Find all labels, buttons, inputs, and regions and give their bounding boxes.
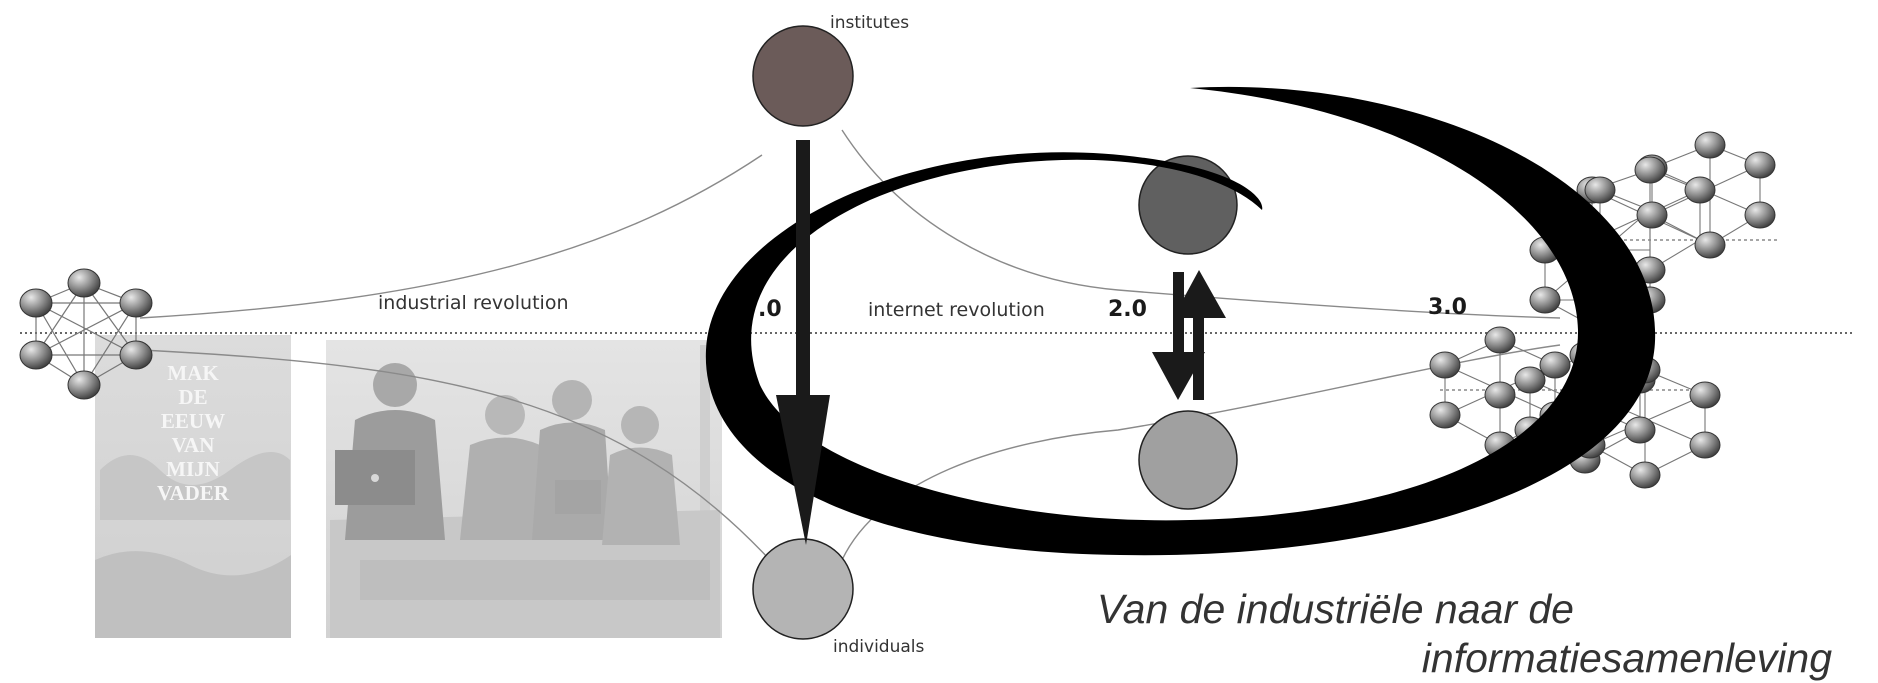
network-node — [19, 340, 53, 370]
industrial-revolution-label: industrial revolution — [378, 292, 569, 314]
book-line: VAN — [172, 433, 215, 457]
internet-revolution-label: internet revolution — [868, 299, 1045, 321]
web2-label: 2.0 — [1108, 297, 1147, 322]
individuals-label: individuals — [833, 637, 925, 657]
caption-line-1: Van de industriële naar de — [1096, 586, 1574, 632]
up-arrow — [1173, 270, 1226, 400]
network-node — [119, 340, 153, 370]
network-node — [119, 288, 153, 318]
book-cover-image: MAK DE EEUW VAN MIJN VADER — [95, 335, 291, 638]
book-line: EEUW — [161, 409, 225, 433]
network-node — [19, 288, 53, 318]
network-node — [67, 370, 101, 400]
book-line: DE — [178, 385, 207, 409]
individuals-node — [752, 538, 854, 640]
caption-line-2: informatiesamenleving — [1421, 635, 1832, 682]
institutes-label: institutes — [830, 13, 909, 33]
down-arrow — [1152, 272, 1205, 400]
people-sofa-photo — [326, 340, 722, 638]
network-cluster-left — [19, 268, 153, 400]
network-node — [67, 268, 101, 298]
web3-label: 3.0 — [1428, 295, 1467, 320]
institutes-node — [752, 25, 854, 127]
book-line: MIJN — [166, 457, 220, 481]
institutes-to-individuals-arrow — [776, 140, 830, 545]
caption: Van de industriële naar de informatiesam… — [1097, 585, 1832, 683]
web1-label: .0 — [758, 297, 782, 322]
mid-bottom-node — [1138, 410, 1238, 510]
book-line: VADER — [157, 481, 230, 505]
book-line: MAK — [167, 361, 219, 385]
